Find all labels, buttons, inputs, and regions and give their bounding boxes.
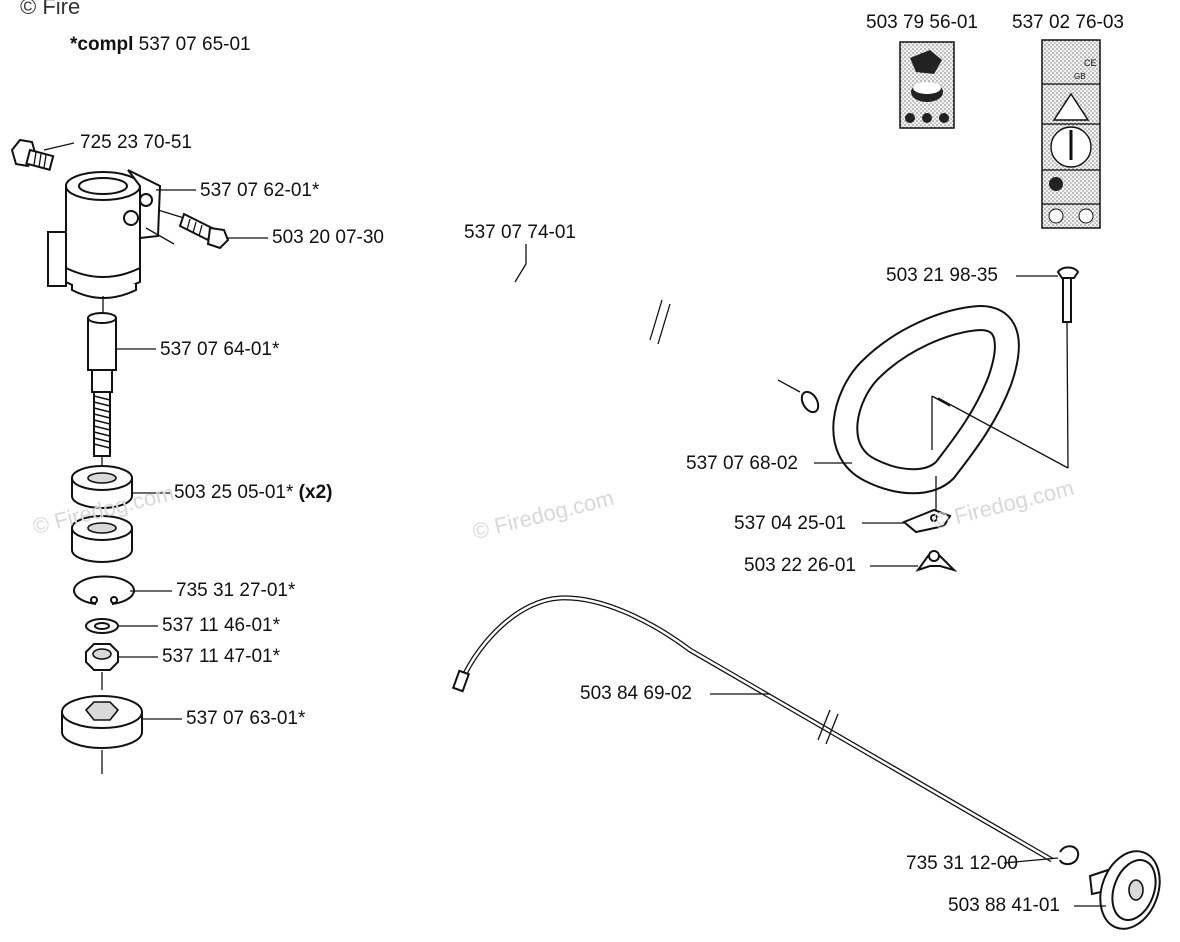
leader-lines: [43, 142, 1106, 907]
part-label-503-79-56-01: 503 79 56-01: [866, 12, 978, 33]
spindle-part: [87, 296, 117, 470]
part-label-537-07-63-01: 537 07 63-01*: [186, 708, 306, 729]
nut-part: [85, 643, 119, 690]
part-label-503-88-41-01: 503 88 41-01: [948, 895, 1060, 916]
bearing-lower-part: [71, 515, 133, 563]
decal-ce-mark: CE: [1084, 58, 1097, 68]
knob-part: [1088, 850, 1161, 930]
screw-part: [157, 209, 230, 250]
part-label-537-07-62-01: 537 07 62-01*: [200, 180, 320, 201]
bearing-upper-part: [71, 465, 133, 509]
part-number: 503 25 05-01*: [174, 482, 294, 503]
wing-nut-part: [915, 550, 958, 573]
watermark-corner: © Fire: [20, 0, 81, 19]
circlip-part: [73, 575, 135, 605]
drive-cable-part: [451, 595, 1054, 863]
part-label-735-31-27-01: 735 31 27-01*: [176, 580, 296, 601]
part-label-537-11-46-01: 537 11 46-01*: [162, 615, 280, 636]
part-label-503-20-07-30: 503 20 07-30: [272, 227, 384, 248]
part-label-503-25-05-01: 503 25 05-01* (x2): [174, 482, 332, 504]
carriage-bolt-part: [1056, 266, 1080, 469]
part-label-537-11-47-01: 537 11 47-01*: [162, 646, 280, 667]
loop-handle-part: [832, 304, 1069, 516]
clamp-plate-part: [902, 508, 952, 534]
part-label-537-07-64-01: 537 07 64-01*: [160, 339, 280, 360]
washer-part: [85, 618, 119, 634]
part-label-537-07-68-02: 537 07 68-02: [686, 453, 798, 474]
part-label-537-07-74-01: 537 07 74-01: [464, 222, 576, 243]
hex-bolt-part: [10, 138, 55, 171]
compl-prefix: *compl: [70, 34, 134, 55]
part-label-503-84-69-02: 503 84 69-02: [580, 683, 692, 704]
decal-gb-mark: GB: [1074, 72, 1086, 81]
part-label-503-21-98-35: 503 21 98-35: [886, 265, 998, 286]
shaft-tube-part: [434, 272, 825, 414]
part-label-503-22-26-01: 503 22 26-01: [744, 555, 856, 576]
part-label-537-02-76-03: 537 02 76-03: [1012, 12, 1124, 33]
decal-503-79-56-01: [899, 41, 955, 129]
flange-part: [61, 695, 143, 774]
part-label-735-31-12-00: 735 31 12-00: [906, 853, 1018, 874]
compl-label: *compl 537 07 65-01: [70, 34, 251, 56]
part-label-725-23-70-51: 725 23 70-51: [80, 132, 192, 153]
cable-clip-part: [1059, 845, 1080, 866]
part-label-537-04-25-01: 537 04 25-01: [734, 513, 846, 534]
decal-537-02-76-03: [1041, 39, 1101, 229]
clamp-housing-part: [47, 169, 175, 299]
part-quantity: (x2): [298, 482, 333, 503]
compl-number: 537 07 65-01: [138, 34, 251, 55]
